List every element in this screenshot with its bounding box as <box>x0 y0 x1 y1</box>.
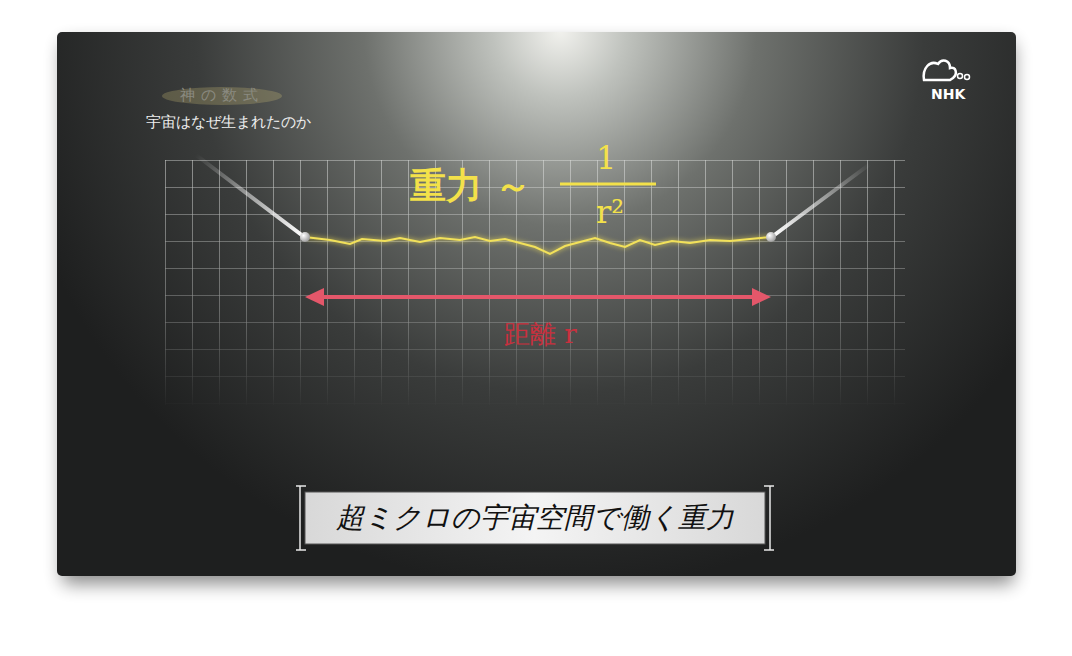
distance-label: 距離 r <box>504 320 577 350</box>
program-subtitle: 宇宙はなぜ生まれたのか <box>146 114 311 131</box>
arrow-head <box>305 288 324 306</box>
gravity-line <box>305 237 771 254</box>
nhk-logo-mark <box>924 61 956 80</box>
screen <box>57 32 1016 576</box>
caption-text: 超ミクロの宇宙空間で働く重力 <box>336 502 734 534</box>
string <box>196 155 303 236</box>
nhk-logo-dot <box>958 74 963 79</box>
fraction-numerator: 1 <box>596 140 616 177</box>
space-grid <box>165 160 905 405</box>
distance-arrow <box>318 295 758 299</box>
broadcaster-logo: NHK <box>931 86 965 102</box>
caption-box <box>305 492 765 544</box>
fraction-denominator: r² <box>596 194 624 231</box>
ball <box>300 232 310 242</box>
formula-lhs: 重力 ～ <box>410 165 531 206</box>
caption-bracket <box>296 486 774 550</box>
nhk-logo-dot <box>965 75 970 80</box>
string <box>773 164 870 236</box>
ball <box>766 232 776 242</box>
title-ornament <box>162 87 282 105</box>
fraction-bar <box>560 183 656 186</box>
arrow-head <box>752 288 771 306</box>
program-title: 神の数式 <box>180 87 264 104</box>
